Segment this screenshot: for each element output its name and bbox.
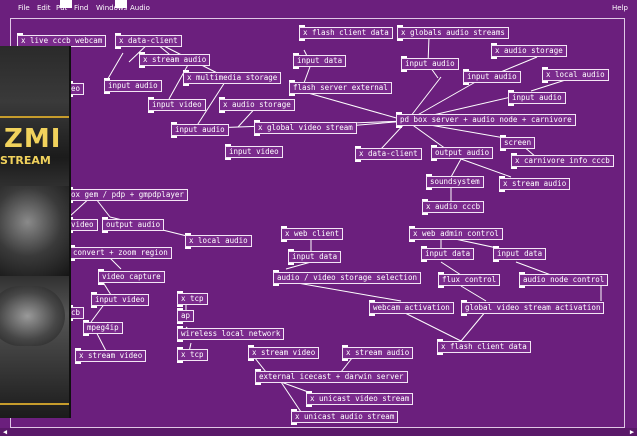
object-box[interactable]: input audio xyxy=(104,78,162,94)
object-box[interactable]: webcam activation xyxy=(369,300,454,316)
object-box[interactable]: input video xyxy=(91,292,149,308)
menu-bar: File Edit Put Find Windows Audio Help xyxy=(0,0,637,17)
app-logo-icon xyxy=(60,0,72,8)
object-box[interactable]: soundsystem xyxy=(426,174,484,190)
menu-windows[interactable]: Windows xyxy=(96,4,128,12)
object-box[interactable]: input data xyxy=(288,249,342,265)
object-box[interactable]: ox gem / pdp + gmpdplayer xyxy=(67,187,188,203)
object-box[interactable]: x flash client data xyxy=(437,339,531,355)
menu-help[interactable]: Help xyxy=(612,4,628,12)
boxart-title: ZMI xyxy=(4,124,62,154)
object-box[interactable]: x unicast audio stream xyxy=(291,409,399,425)
object-box[interactable]: x multimedia storage xyxy=(183,70,282,86)
object-box[interactable]: global video stream activation xyxy=(461,300,605,316)
object-box[interactable]: x stream audio xyxy=(499,176,571,192)
object-box[interactable]: x web admin control xyxy=(409,226,503,242)
object-box[interactable]: input data xyxy=(493,246,547,262)
object-box[interactable]: x local audio xyxy=(542,67,609,83)
object-box[interactable]: x global video stream xyxy=(254,120,357,136)
object-box[interactable]: audio / video storage selection xyxy=(273,270,421,286)
object-box[interactable]: input audio xyxy=(508,90,566,106)
boxart-band xyxy=(0,116,69,118)
object-box[interactable]: wireless local network xyxy=(177,326,285,342)
menu-edit[interactable]: Edit xyxy=(37,4,51,12)
object-box[interactable]: x tcp xyxy=(177,291,208,307)
object-box[interactable]: x carnivore info cccb xyxy=(511,153,614,169)
object-box[interactable]: video capture xyxy=(98,269,165,285)
object-box[interactable]: pd box server + audio node + carnivore xyxy=(396,112,576,128)
object-box[interactable]: ap xyxy=(177,308,195,324)
object-box[interactable]: x audio cccb xyxy=(422,199,485,215)
object-box[interactable]: external icecast + darwin server xyxy=(255,369,408,385)
menu-put[interactable]: Put xyxy=(56,4,68,12)
object-box[interactable]: x stream video xyxy=(75,348,147,364)
object-box[interactable]: input data xyxy=(421,246,475,262)
object-box[interactable]: convert + zoom region xyxy=(69,245,172,261)
menu-audio[interactable]: Audio xyxy=(130,4,150,12)
object-box[interactable]: x data-client xyxy=(115,33,182,49)
object-box[interactable]: output audio xyxy=(102,217,165,233)
object-box[interactable]: screen xyxy=(500,135,536,151)
object-box[interactable]: input audio xyxy=(171,122,229,138)
boxart-stone xyxy=(0,186,69,276)
object-box[interactable]: output audio xyxy=(431,145,494,161)
object-box[interactable]: x globals audio streams xyxy=(397,25,509,41)
object-box[interactable]: input video xyxy=(148,97,206,113)
object-box[interactable]: video xyxy=(67,217,98,233)
boxart-image: ZMI STREAM xyxy=(0,46,71,418)
menu-file[interactable]: File xyxy=(18,4,30,12)
scroll-right-icon[interactable]: ▶ xyxy=(629,428,635,436)
object-box[interactable]: input data xyxy=(293,53,347,69)
object-box[interactable]: input video xyxy=(225,144,283,160)
boxart-subtitle: STREAM xyxy=(0,154,51,167)
object-box[interactable]: x unicast video stream xyxy=(306,391,414,407)
object-box[interactable]: x flash client data xyxy=(299,25,393,41)
patch-canvas[interactable]: x live cccb webcam x data-client x flash… xyxy=(10,18,625,428)
object-box[interactable]: x web client xyxy=(281,226,344,242)
app-logo-icon xyxy=(115,0,127,8)
object-box[interactable]: input audio xyxy=(463,69,521,85)
scroll-left-icon[interactable]: ◀ xyxy=(2,428,8,436)
object-box[interactable]: x stream video xyxy=(248,345,320,361)
object-box[interactable]: x audio storage xyxy=(491,43,567,59)
gamepad-icon xyxy=(0,286,65,346)
object-box[interactable]: x data-client xyxy=(355,146,422,162)
object-box[interactable]: audio node control xyxy=(519,272,609,288)
object-box[interactable]: x local audio xyxy=(185,233,252,249)
object-box[interactable]: x stream audio xyxy=(139,52,211,68)
object-box[interactable]: input audio xyxy=(401,56,459,72)
object-box[interactable]: flash server external xyxy=(289,80,392,96)
object-box[interactable]: x stream audio xyxy=(342,345,414,361)
boxart-band xyxy=(0,403,69,405)
menu-find[interactable]: Find xyxy=(74,4,89,12)
object-box[interactable]: flux control xyxy=(438,272,501,288)
horizontal-scrollbar[interactable]: ◀ ▶ xyxy=(0,428,637,436)
object-box[interactable]: mpeg4ip xyxy=(83,320,123,336)
object-box[interactable]: x tcp xyxy=(177,347,208,363)
object-box[interactable]: x audio storage xyxy=(219,97,295,113)
